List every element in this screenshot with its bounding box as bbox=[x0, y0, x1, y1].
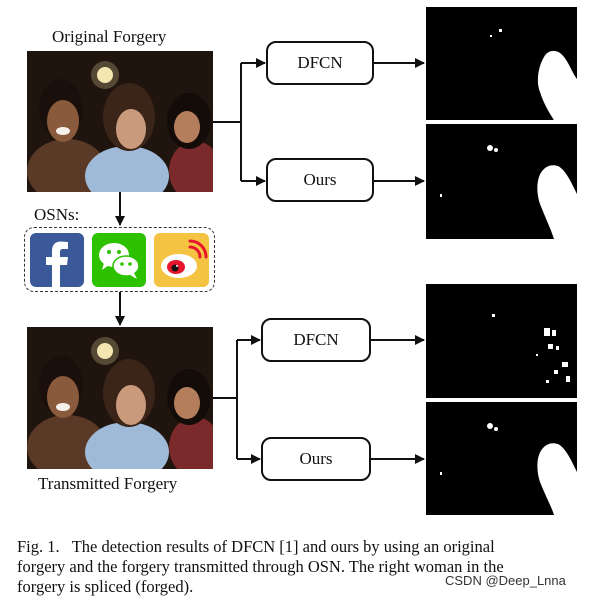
facebook-icon bbox=[30, 233, 84, 287]
ours-result-transmitted bbox=[426, 402, 577, 515]
osn-group bbox=[24, 227, 215, 292]
original-forgery-image bbox=[27, 51, 213, 192]
dfcn-box-bottom: DFCN bbox=[261, 318, 371, 362]
osns-label: OSNs: bbox=[34, 205, 80, 224]
original-forgery-label: Original Forgery bbox=[52, 27, 167, 46]
caption-line-1: Fig. 1. The detection results of DFCN [1… bbox=[17, 537, 495, 556]
watermark: CSDN @Deep_Lnna bbox=[445, 573, 566, 588]
caption-line-2: forgery and the forgery transmitted thro… bbox=[17, 557, 504, 576]
ours-box-top: Ours bbox=[266, 158, 374, 202]
transmitted-forgery-label: Transmitted Forgery bbox=[38, 474, 178, 493]
caption-line-3: forgery is spliced (forged). bbox=[17, 577, 194, 596]
wechat-icon bbox=[92, 233, 146, 287]
ours-box-bottom: Ours bbox=[261, 437, 371, 481]
dfcn-result-original bbox=[426, 7, 577, 120]
weibo-icon bbox=[154, 233, 209, 287]
dfcn-result-transmitted bbox=[426, 284, 577, 398]
ours-result-original bbox=[426, 124, 577, 239]
dfcn-box-top: DFCN bbox=[266, 41, 374, 85]
transmitted-forgery-image bbox=[27, 327, 213, 469]
figure-caption: Fig. 1. The detection results of DFCN [1… bbox=[17, 537, 583, 597]
